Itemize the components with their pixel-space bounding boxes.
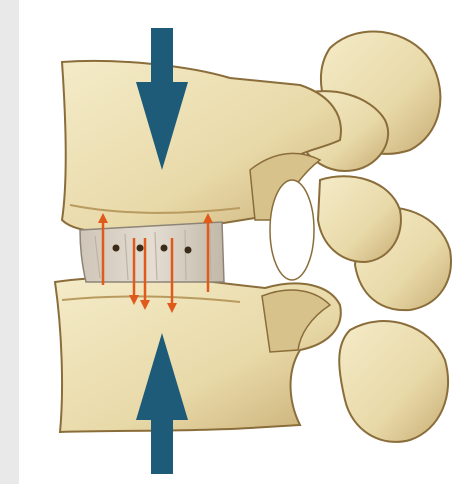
intervertebral-disc — [80, 222, 224, 282]
lower-spinous-process — [339, 321, 448, 442]
lamina-middle — [318, 176, 401, 262]
nucleus-dot — [113, 245, 120, 252]
nucleus-dot — [185, 247, 192, 254]
intervertebral-foramen — [270, 180, 314, 280]
nucleus-dot — [161, 245, 168, 252]
nucleus-dot — [137, 245, 144, 252]
posterior-elements — [298, 31, 451, 441]
lower-vertebra — [55, 277, 341, 432]
